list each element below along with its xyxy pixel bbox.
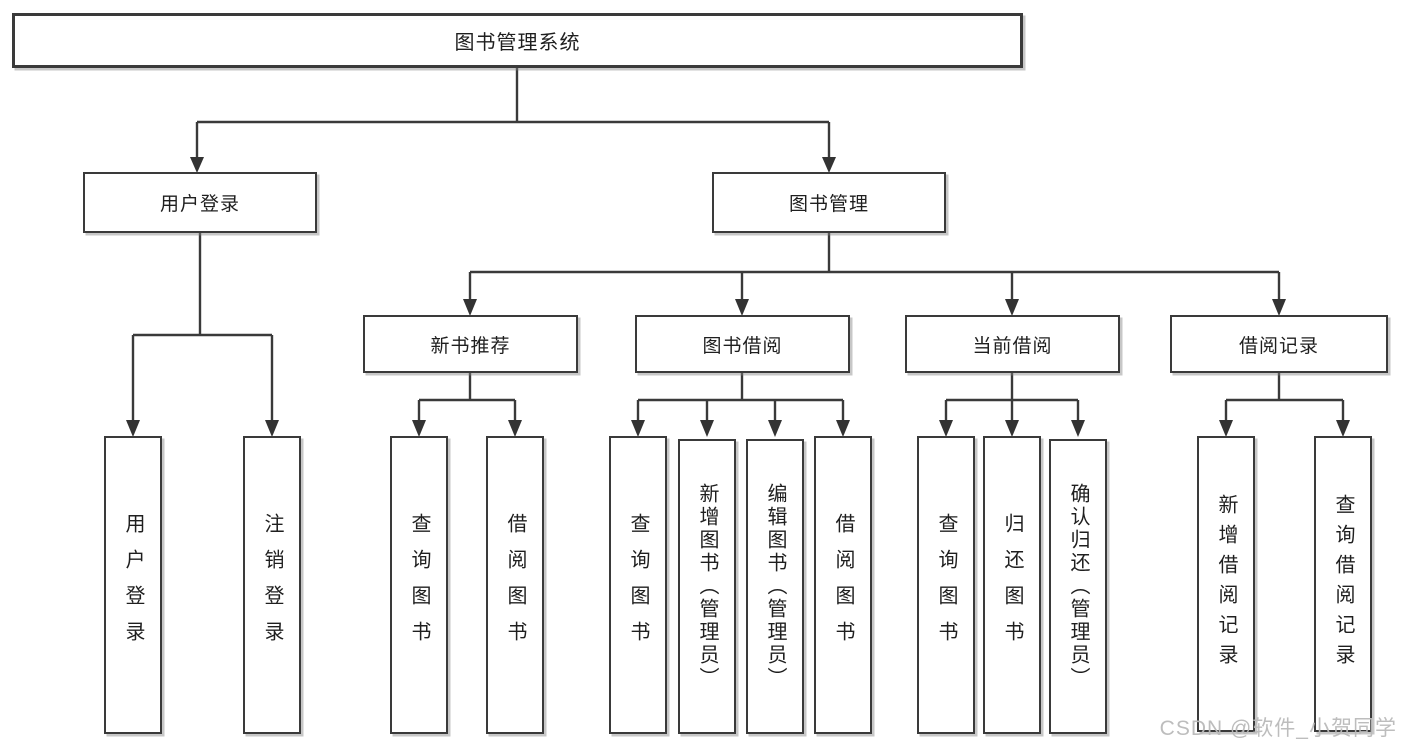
- node-leaf-query-borrow-record: 查询借阅记录: [1314, 436, 1372, 732]
- node-leaf-query-book-borrow: 查询图书: [609, 436, 667, 734]
- node-current-borrow: 当前借阅: [905, 315, 1120, 373]
- connector-user-login-to-leaves: [126, 233, 279, 437]
- arrowhead: [1272, 299, 1286, 316]
- arrowhead: [822, 157, 836, 173]
- node-book-borrow-label: 图书借阅: [702, 335, 783, 357]
- node-new-book-recommend-label: 新书推荐: [430, 335, 511, 357]
- node-leaf-add-book-admin: 新增图书（管理员）: [678, 439, 736, 734]
- node-leaf-add-borrow-record-label: 新增借阅记录: [1215, 494, 1237, 674]
- arrowhead: [939, 420, 953, 437]
- node-book-management: 图书管理: [712, 172, 946, 233]
- node-borrow-record: 借阅记录: [1170, 315, 1388, 373]
- node-borrow-record-label: 借阅记录: [1238, 335, 1319, 357]
- node-leaf-borrow-book-label: 借阅图书: [832, 513, 854, 657]
- node-leaf-logout: 注销登录: [243, 436, 301, 734]
- node-leaf-query-borrow-record-label: 查询借阅记录: [1332, 494, 1354, 674]
- node-leaf-edit-book-admin-label: 编辑图书（管理员）: [764, 483, 786, 690]
- arrowhead: [768, 420, 782, 437]
- node-leaf-query-book-current-label: 查询图书: [935, 513, 957, 657]
- connector-root-to-level2: [190, 68, 836, 173]
- node-leaf-query-book-recommend: 查询图书: [390, 436, 448, 734]
- node-new-book-recommend: 新书推荐: [363, 315, 578, 373]
- arrowhead: [126, 420, 140, 437]
- arrowhead: [265, 420, 279, 437]
- node-leaf-confirm-return-admin-label: 确认归还（管理员）: [1067, 483, 1089, 690]
- node-leaf-borrow-book-recommend: 借阅图书: [486, 436, 544, 734]
- node-leaf-add-borrow-record: 新增借阅记录: [1197, 436, 1255, 732]
- arrowhead: [735, 299, 749, 316]
- connector-new-book-recommend-to-leaves: [412, 373, 522, 437]
- node-user-login-label: 用户登录: [159, 194, 240, 215]
- connector-book-borrow-to-leaves: [631, 373, 850, 437]
- arrowhead: [1071, 420, 1085, 437]
- node-book-management-label: 图书管理: [788, 194, 869, 215]
- node-leaf-borrow-book: 借阅图书: [814, 436, 872, 734]
- watermark: CSDN @软件_小贺同学: [1159, 717, 1397, 740]
- arrowhead: [1005, 299, 1019, 316]
- arrowhead: [631, 420, 645, 437]
- arrowhead: [700, 420, 714, 437]
- arrowhead: [412, 420, 426, 437]
- arrowhead: [1336, 420, 1350, 437]
- arrowhead: [836, 420, 850, 437]
- arrowhead: [508, 420, 522, 437]
- node-leaf-logout-label: 注销登录: [261, 513, 283, 657]
- arrowhead: [190, 157, 204, 173]
- node-leaf-return-book: 归还图书: [983, 436, 1041, 734]
- node-book-borrow: 图书借阅: [635, 315, 850, 373]
- node-leaf-query-book-current: 查询图书: [917, 436, 975, 734]
- node-current-borrow-label: 当前借阅: [972, 335, 1053, 357]
- node-leaf-user-login-label: 用户登录: [122, 513, 144, 657]
- node-leaf-borrow-book-recommend-label: 借阅图书: [504, 513, 526, 657]
- node-leaf-return-book-label: 归还图书: [1001, 513, 1023, 657]
- connector-current-borrow-to-leaves: [939, 373, 1085, 437]
- arrowhead: [1005, 420, 1019, 437]
- node-leaf-user-login: 用户登录: [104, 436, 162, 734]
- node-user-login: 用户登录: [83, 172, 317, 233]
- node-root-system-label: 图书管理系统: [454, 32, 581, 54]
- node-leaf-add-book-admin-label: 新增图书（管理员）: [696, 483, 718, 690]
- node-leaf-query-book-recommend-label: 查询图书: [408, 513, 430, 657]
- node-root-system: 图书管理系统: [12, 13, 1023, 68]
- arrowhead: [463, 299, 477, 316]
- connector-book-management-to-level3: [463, 233, 1286, 316]
- node-leaf-query-book-borrow-label: 查询图书: [627, 513, 649, 657]
- connector-borrow-record-to-leaves: [1219, 373, 1350, 437]
- arrowhead: [1219, 420, 1233, 437]
- node-leaf-confirm-return-admin: 确认归还（管理员）: [1049, 439, 1107, 734]
- node-leaf-edit-book-admin: 编辑图书（管理员）: [746, 439, 804, 734]
